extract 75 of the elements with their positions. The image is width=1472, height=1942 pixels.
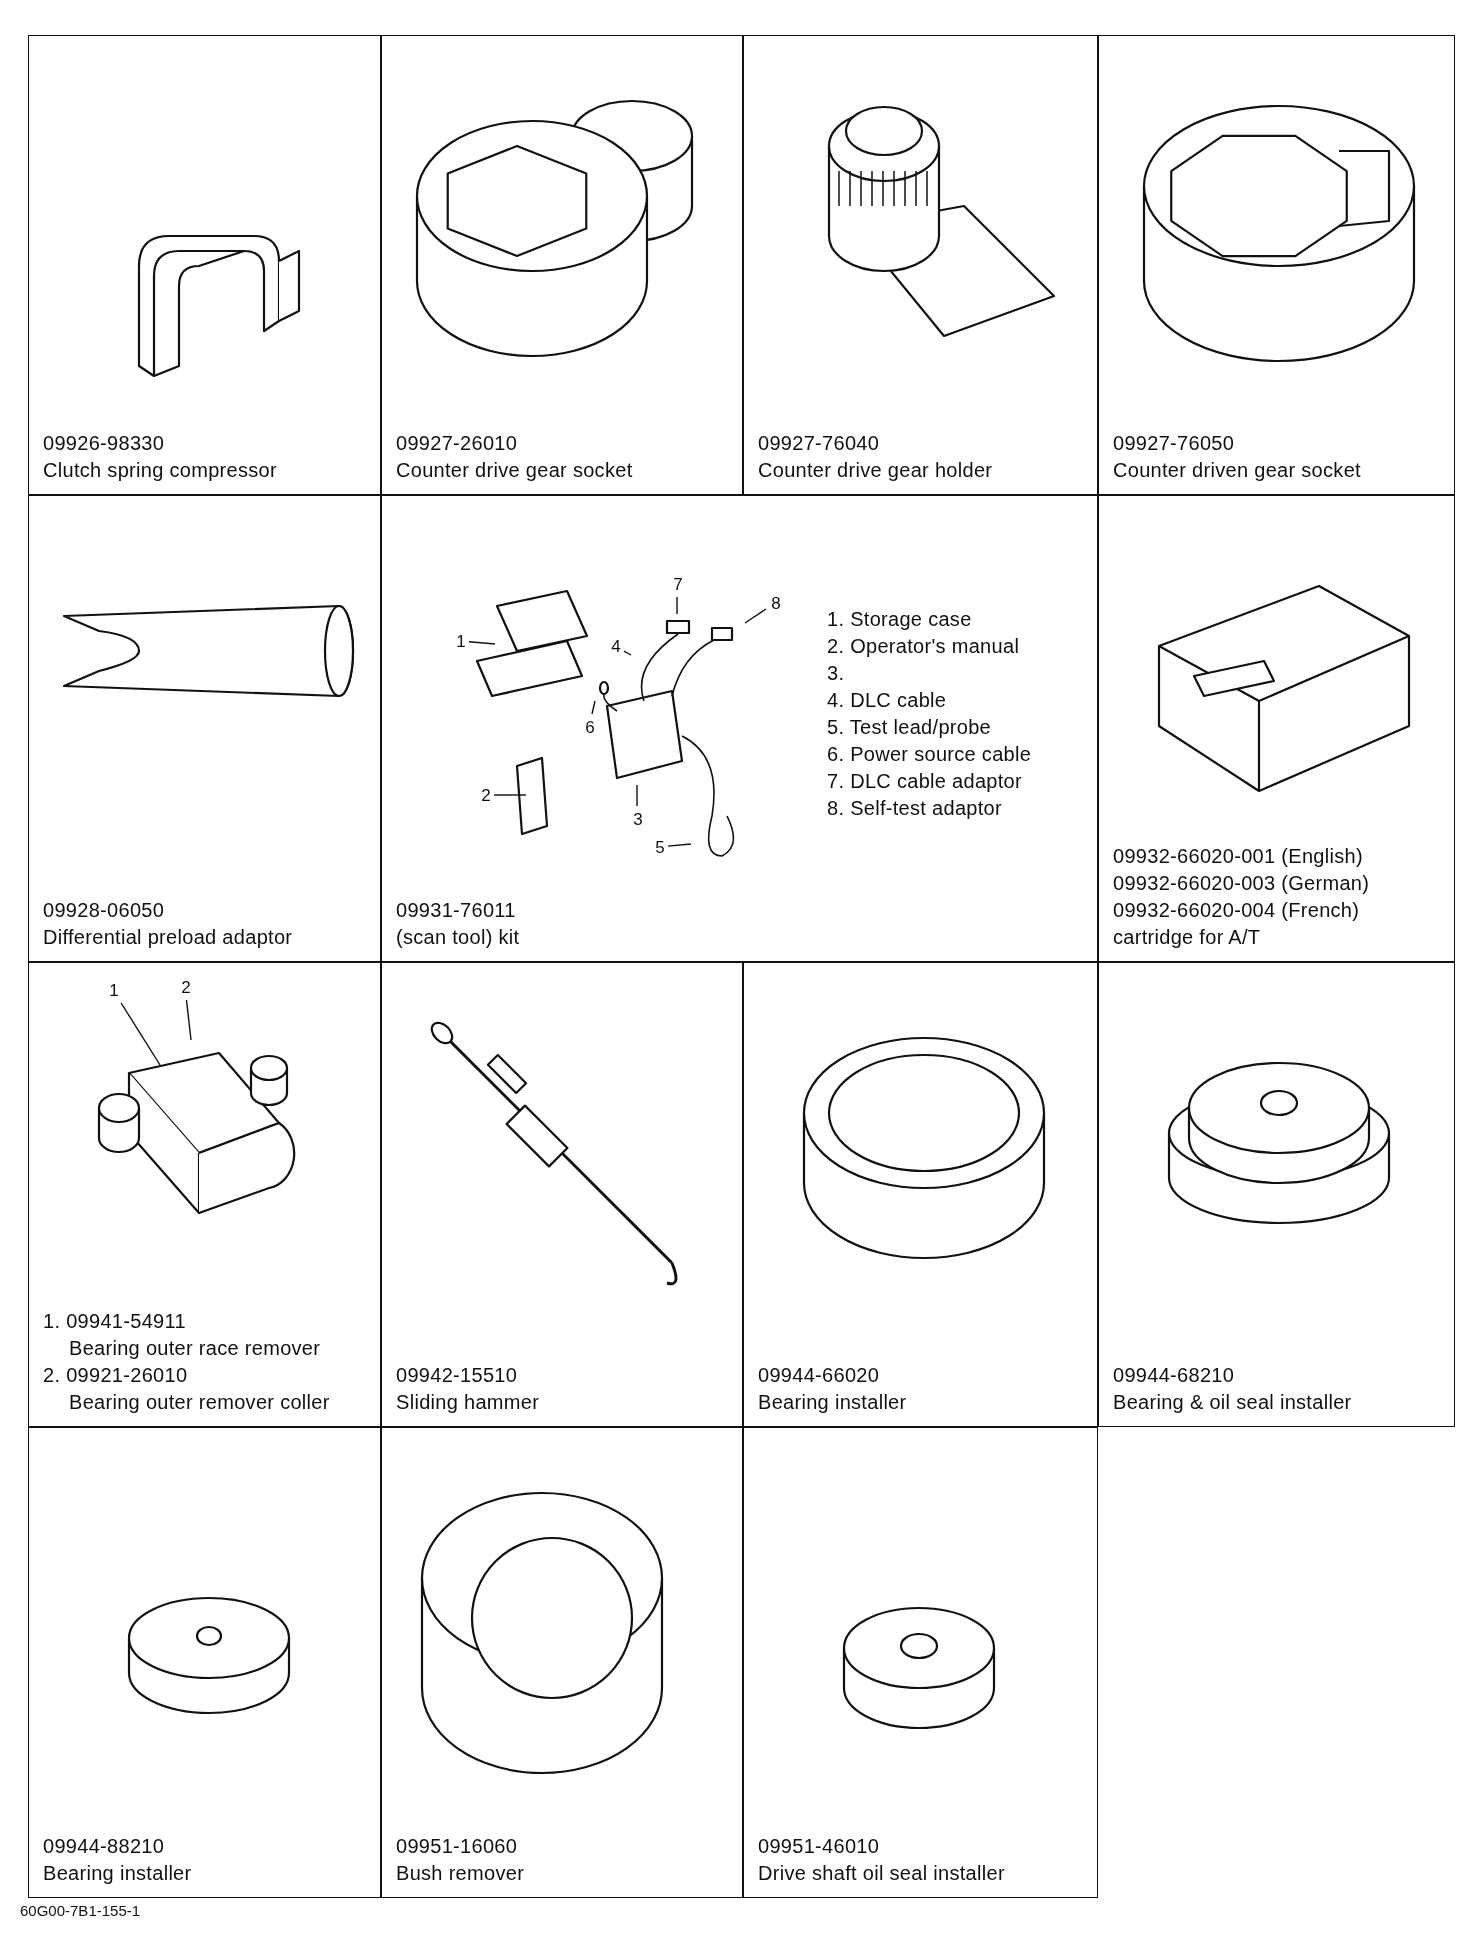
tool-name: Bearing outer remover coller [68, 1390, 331, 1415]
tool-panel [28, 962, 381, 1427]
list-item: 5. Test lead/probe [827, 715, 993, 740]
part-number: 09951-16060 [396, 1834, 519, 1859]
leader-line [667, 843, 692, 847]
leader-line [636, 784, 638, 807]
tool-panel [381, 1427, 743, 1898]
list-item: 6. Power source cable [827, 742, 1032, 767]
tool-panel [1098, 495, 1455, 962]
list-item: 4. DLC cable [827, 688, 948, 713]
callout-number: 8 [768, 592, 784, 616]
part-number: 09951-46010 [758, 1834, 881, 1859]
part-number: 09931-76011 [396, 898, 517, 923]
tool-name: cartridge for A/T [1113, 925, 1262, 950]
list-item: 8. Self-test adaptor [827, 796, 1003, 821]
tool-name: 09932-66020-003 (German) [1113, 871, 1371, 896]
tool-panel [1098, 35, 1455, 495]
tool-panel [743, 1427, 1098, 1898]
leader-line [591, 700, 596, 715]
part-number: 09927-76050 [1113, 431, 1236, 456]
callout-number: 2 [178, 976, 194, 1000]
part-number: 09927-76040 [758, 431, 881, 456]
callout-number: 7 [670, 573, 686, 597]
callout-number: 1 [106, 979, 122, 1003]
tool-panel [381, 35, 743, 495]
tool-name: Counter driven gear socket [1113, 458, 1362, 483]
part-number: 09932-66020-004 (French) [1113, 898, 1361, 923]
callout-number: 2 [478, 784, 494, 808]
leader-line [744, 608, 767, 624]
leader-line [185, 999, 192, 1041]
tool-panel [743, 35, 1098, 495]
leader-line [676, 596, 678, 615]
leader-line [623, 650, 632, 656]
part-number: 09944-66020 [758, 1363, 881, 1388]
callout-number: 3 [630, 808, 646, 832]
tool-panel [28, 495, 381, 962]
tool-panel [381, 962, 743, 1427]
part-number: 1. 09941-54911 [43, 1309, 187, 1334]
tool-panel [28, 35, 381, 495]
list-item: 7. DLC cable adaptor [827, 769, 1023, 794]
tool-name: Counter drive gear holder [758, 458, 994, 483]
part-number: 2. 09921-26010 [43, 1363, 189, 1388]
tool-name: Differential preload adaptor [43, 925, 294, 950]
tool-name: Bearing installer [758, 1390, 908, 1415]
tool-name: Counter drive gear socket [396, 458, 634, 483]
tool-panel [381, 495, 1098, 962]
tool-name: Drive shaft oil seal installer [758, 1861, 1006, 1886]
list-item: 2. Operator's manual [827, 634, 1021, 659]
figure-code: 60G00-7B1-155-1 [20, 1902, 141, 1919]
part-number: 09926-98330 [43, 431, 166, 456]
tool-panel [743, 962, 1098, 1427]
part-number: 09944-68210 [1113, 1363, 1236, 1388]
tool-panel [1098, 962, 1455, 1427]
callout-number: 5 [652, 836, 668, 860]
part-number: 09928-06050 [43, 898, 166, 923]
tool-name: Bearing installer [43, 1861, 193, 1886]
tool-name: Clutch spring compressor [43, 458, 278, 483]
part-number: 09927-26010 [396, 431, 519, 456]
callout-number: 4 [608, 635, 624, 659]
tool-name: Sliding hammer [396, 1390, 541, 1415]
part-number: 09932-66020-001 (English) [1113, 844, 1364, 869]
tool-name: Bearing & oil seal installer [1113, 1390, 1353, 1415]
part-number: 09942-15510 [396, 1363, 519, 1388]
part-number: 09944-88210 [43, 1834, 166, 1859]
list-item: 1. Storage case [827, 607, 973, 632]
tool-name: Bearing outer race remover [68, 1336, 322, 1361]
callout-number: 1 [453, 630, 469, 654]
tool-panel [28, 1427, 381, 1898]
leader-line [468, 641, 496, 645]
list-item: 3. [827, 661, 846, 686]
leader-line [493, 794, 527, 796]
tool-name: Bush remover [396, 1861, 526, 1886]
tool-name: (scan tool) kit [396, 925, 521, 950]
callout-number: 6 [582, 716, 598, 740]
leader-line [120, 1002, 161, 1066]
